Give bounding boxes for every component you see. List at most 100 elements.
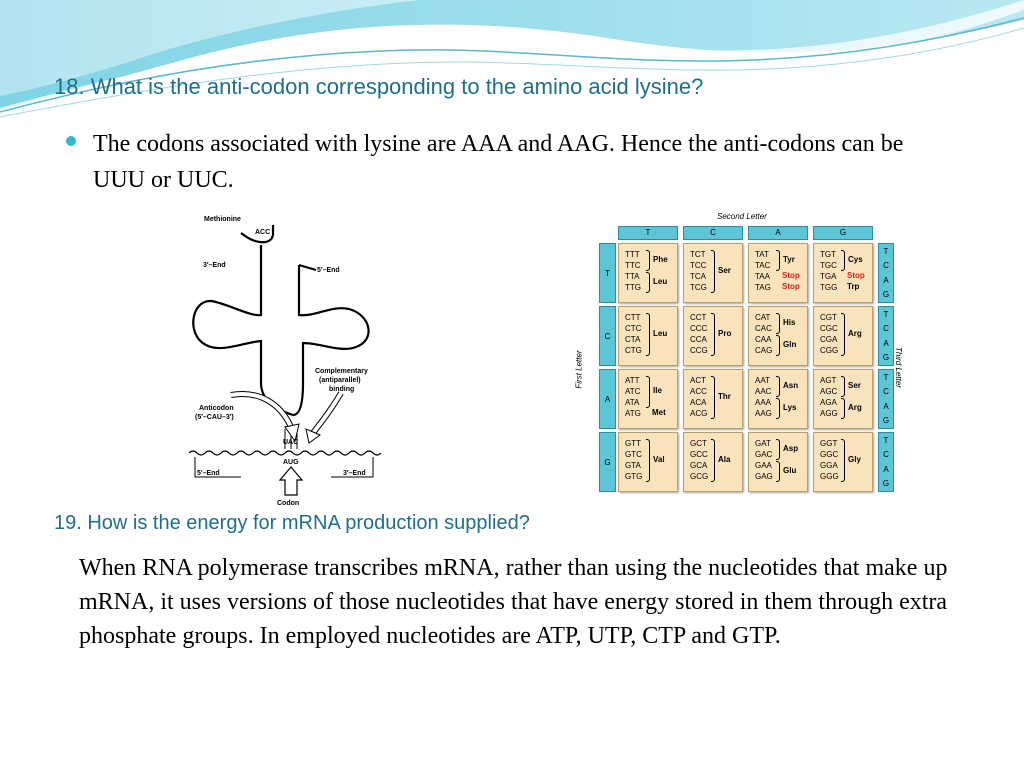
- brace-mark: [841, 313, 845, 356]
- amino-acid-label: Stop: [782, 282, 800, 291]
- amino-acid-label: Met: [652, 408, 666, 417]
- brace-mark: [776, 461, 780, 482]
- codon: CTT: [625, 313, 641, 322]
- codon: ACT: [690, 376, 706, 385]
- brace-mark: [776, 250, 780, 271]
- codon: ATC: [625, 387, 641, 396]
- codon: CTG: [625, 346, 642, 355]
- third-letter: G: [882, 290, 890, 300]
- codon: GCG: [690, 472, 709, 481]
- amino-acid-label: Trp: [847, 282, 860, 291]
- third-letter: C: [883, 261, 889, 271]
- mrna-3-end-label: 3′–End: [343, 470, 366, 477]
- codon-label: Codon: [277, 500, 299, 507]
- answer-19-text: When RNA polymerase transcribes mRNA, ra…: [79, 555, 948, 649]
- amino-acid-label: His: [783, 317, 796, 327]
- codon: CGC: [820, 324, 838, 333]
- codon: ATT: [625, 376, 640, 385]
- codon: CCG: [690, 346, 708, 355]
- codon: CTC: [625, 324, 642, 333]
- codon: CAA: [755, 335, 772, 344]
- codon: TTC: [625, 261, 641, 270]
- codon: GGA: [820, 461, 838, 470]
- codon: GAC: [755, 450, 773, 459]
- codon: GAG: [755, 472, 773, 481]
- third-letter: T: [883, 435, 889, 445]
- codon: CCT: [690, 313, 707, 322]
- third-letter: T: [883, 372, 889, 382]
- bullet-icon: [66, 136, 76, 146]
- third-letter: A: [883, 338, 889, 348]
- question-18-title: 18. What is the anti-codon corresponding…: [54, 74, 704, 99]
- codon: GGG: [820, 472, 839, 481]
- codon: ACA: [690, 398, 707, 407]
- brace-mark: [711, 313, 715, 356]
- codon: AGG: [820, 409, 838, 418]
- codon: TCA: [690, 272, 706, 281]
- amino-acid-label: Tyr: [783, 254, 795, 264]
- codon: TTT: [625, 250, 640, 259]
- first-letter-g: G: [599, 432, 616, 492]
- third-letter: C: [883, 324, 889, 334]
- second-letter-g: G: [813, 226, 873, 240]
- amino-acid-label: Glu: [783, 465, 797, 475]
- mrna-5-end-label: 5′–End: [197, 470, 220, 477]
- codon: TCC: [690, 261, 707, 270]
- third-letter-label: Third Letter: [893, 347, 903, 388]
- question-19-title: 19. How is the energy for mRNA productio…: [54, 512, 530, 534]
- binding-label: binding: [329, 386, 354, 393]
- brace-mark: [646, 272, 650, 293]
- third-letter: C: [883, 387, 889, 397]
- codon: ATA: [625, 398, 640, 407]
- antiparallel-label: (antiparallel): [319, 377, 361, 384]
- codon: ACC: [690, 387, 707, 396]
- answer-18-text: The codons associated with lysine are AA…: [93, 131, 904, 193]
- second-letter-t: T: [618, 226, 678, 240]
- brace-mark: [711, 439, 715, 482]
- acc-label: ACC: [255, 229, 270, 236]
- first-letter-t: T: [599, 243, 616, 303]
- codon: CAC: [755, 324, 772, 333]
- brace-mark: [841, 250, 845, 271]
- codon: GAA: [755, 461, 772, 470]
- amino-acid-label: Leu: [653, 328, 668, 338]
- codon: TGG: [820, 283, 838, 292]
- uac-label: UAC: [283, 439, 298, 446]
- amino-acid-label: Ile: [653, 386, 662, 395]
- second-letter-c: C: [683, 226, 743, 240]
- third-letter: G: [882, 416, 890, 426]
- codon: TAC: [755, 261, 771, 270]
- answer-18-bullet: The codons associated with lysine are AA…: [66, 126, 946, 198]
- codon: GCC: [690, 450, 708, 459]
- brace-mark: [646, 376, 650, 408]
- wave-decoration: [0, 0, 1024, 118]
- codon: GGT: [820, 439, 838, 448]
- amino-acid-label: Lys: [783, 402, 797, 412]
- brace-mark: [841, 439, 845, 482]
- brace-mark: [776, 439, 780, 460]
- third-letter: A: [883, 464, 889, 474]
- codon: TCT: [690, 250, 706, 259]
- trna-5-end-label: 5′–End: [317, 267, 340, 274]
